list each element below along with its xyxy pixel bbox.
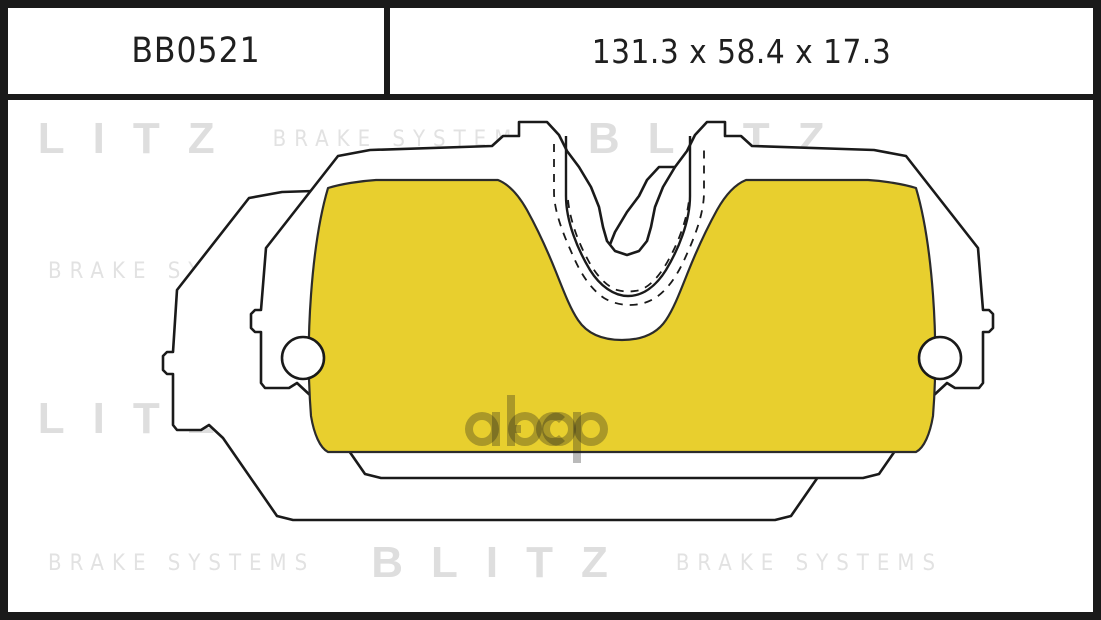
watermark-brand: BLITZ bbox=[587, 394, 853, 443]
watermark-row: BRAKE SYSTEMS BLITZ BRAKE SYSTEMS bbox=[8, 532, 1093, 594]
part-dimensions: 131.3 x 58.4 x 17.3 bbox=[591, 31, 892, 71]
watermark-brand: BLITZ bbox=[371, 538, 636, 587]
watermark-row: BLITZ BRAKE SYSTEMS BLITZ bbox=[8, 108, 1093, 170]
watermark-tagline: BRAKE SYSTEMS bbox=[272, 406, 540, 432]
watermark-row: BLITZ BRAKE SYSTEMS BLITZ bbox=[8, 388, 1093, 450]
watermark-brand: BLITZ bbox=[8, 394, 243, 443]
watermark-brand: BLITZ bbox=[8, 114, 243, 163]
watermark-tagline: BRAKE SYSTEMS bbox=[272, 126, 540, 152]
watermark-tagline: BRAKE SYSTEMS bbox=[675, 258, 944, 284]
header-bottom-rule bbox=[8, 94, 1093, 100]
watermark-tagline: BRAKE SYSTEMS bbox=[48, 550, 316, 576]
watermark-tagline: BRAKE SYSTEMS bbox=[48, 258, 316, 284]
watermark-layer: BLITZ BRAKE SYSTEMS BLITZ BRAKE SYSTEMS … bbox=[8, 100, 1093, 612]
header-band bbox=[8, 8, 1093, 94]
watermark-row: BRAKE SYSTEMS BLITZ BRAKE SYSTEMS bbox=[8, 240, 1093, 302]
watermark-brand: BLITZ bbox=[587, 114, 853, 163]
watermark-tagline: BRAKE SYSTEMS bbox=[675, 550, 944, 576]
part-code: BB0521 bbox=[131, 31, 261, 71]
watermark-brand: BLITZ bbox=[371, 246, 636, 295]
header-vertical-divider bbox=[384, 8, 390, 94]
